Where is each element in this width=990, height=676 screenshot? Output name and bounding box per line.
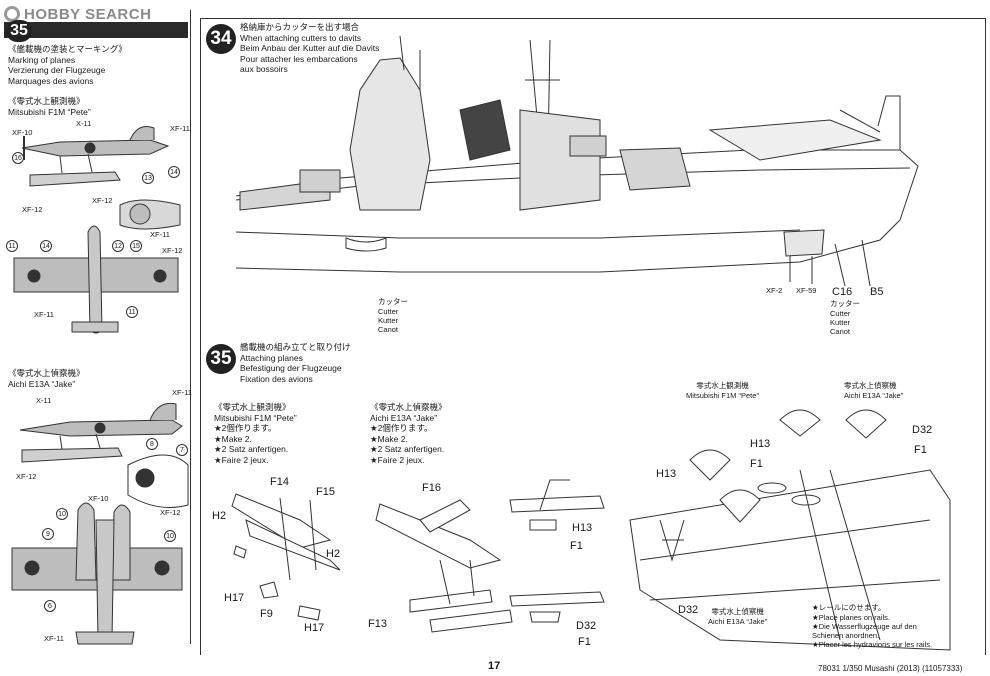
page-number: 17 <box>488 660 501 672</box>
pete-top-tailplane <box>71 321 119 333</box>
pete-callout-14: 14 <box>168 166 180 178</box>
jake-callout-8: 8 <box>146 438 158 450</box>
pete-callout-11: 11 <box>6 240 18 252</box>
pete-callout-14b: 14 <box>40 240 52 252</box>
pete-side-tail <box>129 126 155 141</box>
part-h2-b: H2 <box>326 548 341 560</box>
pete-label-xf12a: XF-12 <box>22 205 43 214</box>
cutter-left <box>345 237 387 252</box>
part-f14: F14 <box>270 476 289 488</box>
part-h17-a: H17 <box>224 592 245 604</box>
jake-label-xf11b: XF-11 <box>44 634 64 643</box>
pete-callout-16: 16 <box>12 152 24 164</box>
part-f9: F9 <box>260 608 273 620</box>
jake-callout-9: 9 <box>42 528 54 540</box>
part-h17-b: H17 <box>304 622 325 634</box>
part-h13-mount: H13 <box>572 522 593 534</box>
jake-label-xf12b: XF-12 <box>160 508 181 517</box>
jake-callout-7: 7 <box>176 444 188 456</box>
step-35-badge-left: 35 <box>6 20 32 42</box>
jake-label-xf11: XF-11 <box>172 388 192 397</box>
jake-callout-10b: 10 <box>164 530 176 542</box>
part-b5: B5 <box>870 286 884 298</box>
jake-side-float <box>21 447 123 463</box>
step-34-title: 格納庫からカッターを出す場合 When attaching cutters to… <box>240 22 380 74</box>
rails-note: ★レールにのせます。 ★Place planes on rails. ★Die … <box>812 603 933 649</box>
step-35-title: 艦載機の組み立てと取り付け Attaching planes Befestigu… <box>240 342 351 384</box>
turret <box>619 147 691 191</box>
jake-label-xf12a: XF-12 <box>16 472 37 481</box>
part-f13: F13 <box>368 618 387 630</box>
part-c16: C16 <box>832 286 853 298</box>
part-f15: F15 <box>316 486 335 498</box>
pete-label-xf11b: XF-11 <box>150 230 170 239</box>
right-panel <box>200 18 986 655</box>
jake-rail-caption-bottom: 零式水上偵察機 Aichi E13A “Jake” <box>708 607 768 626</box>
step-35-badge: 35 <box>206 344 236 374</box>
marking-title: 《艦載機の塗装とマーキング》 Marking of planes Verzier… <box>8 44 127 86</box>
kit-reference: 78031 1/350 Musashi (2013) (11057333) <box>818 664 963 673</box>
part-f16: F16 <box>422 482 441 494</box>
pete-callout-12: 12 <box>112 240 124 252</box>
pete-label-xf11c: XF-11 <box>34 310 54 319</box>
pete-label-x11: X-11 <box>76 119 92 128</box>
left-panel <box>4 10 191 644</box>
part-d32-rail-a: D32 <box>912 424 933 436</box>
part-f1-rail-b: F1 <box>914 444 927 456</box>
part-f1-rail-a: F1 <box>750 458 763 470</box>
pete-marking-title: 《零式水上観測機》 Mitsubishi F1M “Pete” <box>8 96 91 117</box>
jake-label-xf10: XF-10 <box>88 494 109 503</box>
jake-exploded-wing <box>375 503 502 569</box>
jake-assembly-title: 《零式水上偵察機》 Aichi E13A “Jake” ★2個作ります。 ★Ma… <box>370 402 447 465</box>
pete-side-hinomaru <box>84 142 96 154</box>
part-h13-rail-a: H13 <box>750 438 771 450</box>
jake-callout-6: 6 <box>44 600 56 612</box>
pete-assembly-title: 《零式水上観測機》 Mitsubishi F1M “Pete” ★2個作ります。… <box>214 402 297 465</box>
part-xf59: XF-59 <box>796 286 817 295</box>
cutter-caption-right: カッター Cutter Kutter Canot <box>830 299 860 336</box>
part-xf2: XF-2 <box>766 286 783 295</box>
cutter-right <box>783 229 825 257</box>
jake-rail-caption: 零式水上偵察機 Aichi E13A “Jake” <box>844 381 904 400</box>
pete-label-xf12c: XF-12 <box>162 246 183 255</box>
part-d32-rail-b: D32 <box>678 604 699 616</box>
pete-label-xf10: XF-10 <box>12 128 33 137</box>
pete-exploded-wing <box>231 493 332 549</box>
pete-callout-13: 13 <box>142 172 154 184</box>
cutter-caption-left: カッター Cutter Kutter Canot <box>378 297 408 334</box>
pete-side-float <box>29 171 121 187</box>
part-f1-mount-b: F1 <box>578 636 591 648</box>
pete-rail-caption: 零式水上観測機 Mitsubishi F1M “Pete” <box>686 381 759 400</box>
pete-callout-11c: 11 <box>126 306 138 318</box>
pete-callout-15: 15 <box>130 240 142 252</box>
part-d32-mount: D32 <box>576 620 597 632</box>
funnel <box>459 99 511 161</box>
left-header-bar <box>4 22 188 38</box>
step-34-badge: 34 <box>206 24 236 54</box>
part-h13-rail-b: H13 <box>656 468 677 480</box>
pete-label-xf12b: XF-12 <box>92 196 113 205</box>
jake-callout-10: 10 <box>56 508 68 520</box>
part-h2-a: H2 <box>212 510 227 522</box>
jake-marking-title: 《零式水上偵察機》 Aichi E13A “Jake” <box>8 368 85 389</box>
jake-label-x11: X-11 <box>36 396 52 405</box>
part-f1-mount: F1 <box>570 540 583 552</box>
pete-label-xf11: XF-11 <box>170 124 190 133</box>
